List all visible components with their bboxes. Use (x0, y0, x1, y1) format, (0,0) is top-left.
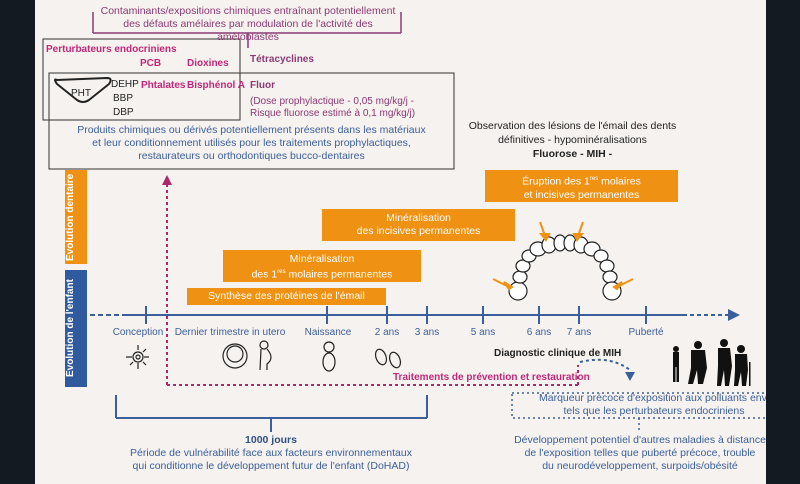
timeline-label: 5 ans (470, 327, 496, 338)
tetracyclines-label: Tétracyclines (250, 54, 314, 65)
side-label-dental: Évolution dentaire (65, 170, 87, 264)
pht-item-dehp: DEHP (111, 79, 139, 90)
timeline-label: 3 ans (414, 327, 440, 338)
timeline-label: 6 ans (526, 327, 552, 338)
baby-feet-icon (374, 348, 402, 369)
pht-label: PHT (71, 88, 91, 99)
products-line2: et leur conditionnement utilisés pour le… (92, 137, 411, 149)
phtalates-label: Phtalates (141, 80, 186, 91)
contaminants-line2: des défauts amélaires par modulation de … (123, 18, 373, 43)
timeline-label: Dernier trimestre in utero (174, 327, 286, 338)
diagnostic-arrow (579, 358, 631, 371)
fluor-title: Fluor (250, 80, 275, 91)
treatments-label: Traitements de prévention et restauratio… (393, 372, 590, 383)
pht-shape (54, 76, 112, 103)
observation-text: Observation des lésions de l'émail des d… (465, 119, 680, 161)
timeline-ticks (145, 306, 647, 324)
fluor-line2: Risque fluorose estimé à 0,1 mg/kg/j) (250, 108, 416, 119)
bar-incisor-line1: Minéralisation (386, 212, 451, 224)
fluor-line1: (Dose prophylactique - 0,05 mg/kg/j - (250, 96, 414, 107)
bar-eruption-line2: et incisives permanentes (523, 188, 640, 201)
diagnostic-label: Diagnostic clinique de MIH (494, 348, 622, 359)
pht-items: DEHP BBP DBP (111, 78, 139, 120)
bar-molar-mineralisation: Minéralisation des 1res molaires permane… (223, 250, 421, 282)
timeline-label: Puberté (628, 327, 664, 338)
endocrine-title: Perturbateurs endocriniens (46, 44, 177, 55)
treatment-arrow-head (162, 175, 172, 185)
bar-enamel-protein-synthesis: Synthèse des protéines de l'émail (187, 288, 386, 305)
thousand-days-line2: qui conditionne le développement futur d… (132, 460, 410, 472)
bar-eruption-line1: Éruption des 1res molaires (522, 175, 641, 188)
diagram-lines (42, 12, 766, 432)
fetus-icon (222, 343, 248, 369)
pcb-label: PCB (140, 58, 162, 69)
bar-molar-line1: Minéralisation (289, 253, 355, 265)
observation-line1: Observation des lésions de l'émail des d… (468, 120, 677, 132)
development-line2: de l'exposition telles que puberté préco… (524, 447, 756, 459)
products-line1: Produits chimiques ou dérivés potentiell… (77, 124, 426, 136)
bar-incisor-mineralisation: Minéralisation des incisives permanentes (322, 209, 515, 241)
dental-arch-icon (508, 234, 622, 301)
baby-icon (322, 341, 336, 372)
contaminants-line1: Contaminants/expositions chimiques entra… (100, 5, 396, 17)
marker-box (511, 392, 766, 419)
thousand-days-title: 1000 jours (245, 434, 297, 446)
products-text: Produits chimiques ou dérivés potentiell… (49, 124, 454, 163)
pht-item-bbp: BBP (113, 93, 134, 104)
timeline-label: 2 ans (374, 327, 400, 338)
contaminants-header: Contaminants/expositions chimiques entra… (95, 5, 401, 44)
bar-eruption: Éruption des 1res molaires et incisives … (485, 170, 678, 202)
development-text: Développement potentiel d'autres maladie… (500, 434, 766, 473)
products-line3: restaurateurs ou orthodontiques bucco-de… (138, 150, 365, 162)
pht-item-dbp: DBP (113, 107, 134, 118)
pregnant-woman-icon (259, 340, 272, 371)
ageing-people-icon (673, 339, 751, 386)
products-box (48, 72, 455, 170)
development-line1: Développement potentiel d'autres maladie… (514, 434, 766, 446)
observation-line3: Fluorose - MIH - (532, 148, 613, 160)
timeline-label: Conception (112, 327, 164, 338)
side-label-child: Évolution de l'enfant (65, 270, 87, 387)
bar-incisor-line2: des incisives permanentes (356, 225, 481, 237)
thousand-days: 1000 jours Période de vulnérabilité face… (95, 434, 447, 473)
infographic-canvas: Contaminants/expositions chimiques entra… (35, 0, 766, 484)
diagnostic-arrow-head (625, 372, 635, 381)
fluor-dose: (Dose prophylactique - 0,05 mg/kg/j - Ri… (250, 96, 415, 120)
timeline-label: Naissance (304, 327, 352, 338)
marker-line2: tels que les perturbateurs endocriniens (563, 405, 745, 417)
conception-icon (126, 345, 149, 369)
bar-molar-line2: des 1res molaires permanentes (251, 268, 393, 281)
dioxines-label: Dioxines (187, 58, 229, 69)
arch-arrows (492, 221, 634, 291)
marker-line1: Marqueur précoce d'exposition aux pollua… (538, 392, 766, 404)
development-line3: du neurodéveloppement, surpoids/obésité (542, 460, 738, 472)
endocrine-box (42, 38, 241, 121)
timeline-label: 7 ans (566, 327, 592, 338)
bisphenol-label: Bisphénol A (187, 80, 245, 91)
thousand-days-line1: Période de vulnérabilité face aux facteu… (130, 447, 412, 459)
observation-line2: définitives - hypominéralisations (498, 134, 647, 146)
timeline-arrow-head (728, 309, 740, 321)
marker-text: Marqueur précoce d'exposition aux pollua… (512, 392, 766, 418)
